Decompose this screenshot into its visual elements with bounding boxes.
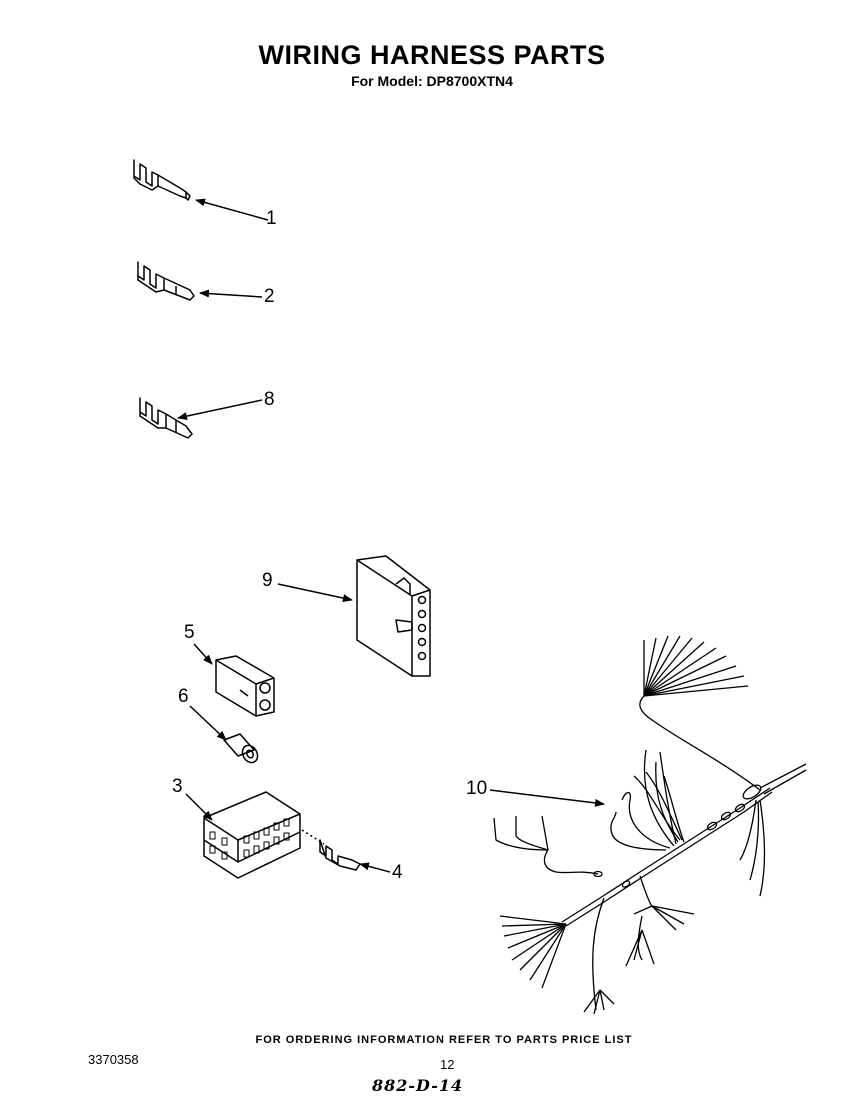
part-2-terminal [137,261,195,301]
leader-4 [359,862,391,873]
leader-10 [489,789,605,807]
ordering-note: FOR ORDERING INFORMATION REFER TO PARTS … [255,1034,633,1046]
part-3-terminal-block [203,791,301,879]
part-6-plug [223,733,259,764]
leader-9 [277,583,353,603]
callout-9: 9 [262,570,273,591]
leader-3 [185,793,213,821]
document-number: 3370358 [88,1052,139,1067]
part-8-terminal [139,397,193,439]
leader-5 [193,643,213,665]
callout-2: 2 [264,286,275,307]
part-1-terminal [133,159,191,201]
leader-8 [177,399,263,421]
part-9-connector-housing [356,555,431,677]
callout-1: 1 [266,208,277,229]
page-title: WIRING HARNESS PARTS [258,40,606,70]
callout-6: 6 [178,686,189,707]
part-4-terminal [319,839,361,871]
page-number: 12 [440,1057,455,1072]
callout-5: 5 [184,622,195,643]
part-10-wiring-harness [493,635,807,1015]
model-subtitle: For Model: DP8700XTN4 [351,73,513,89]
callout-4: 4 [392,862,403,883]
callout-3: 3 [172,776,183,797]
handwritten-note: 882-D-14 [372,1076,464,1095]
callout-8: 8 [264,389,275,410]
leader-2 [199,289,263,298]
leader-6 [189,705,227,741]
leader-1 [195,198,269,221]
callout-10: 10 [466,778,488,799]
part-5-connector [215,655,275,717]
